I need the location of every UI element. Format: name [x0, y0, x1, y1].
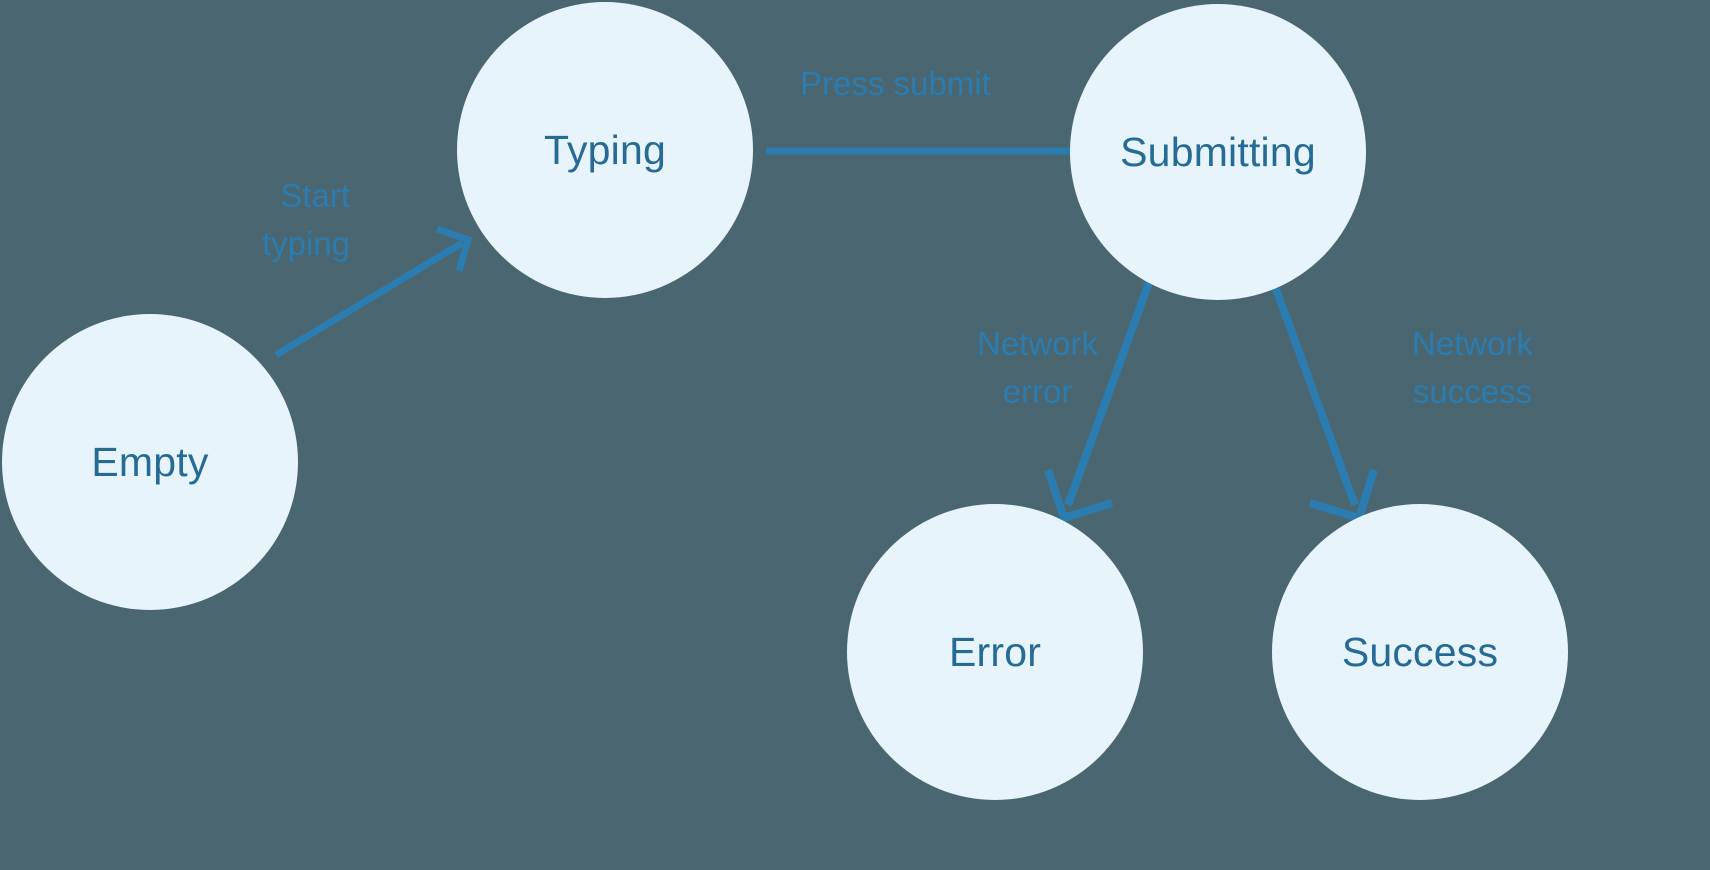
edge-line-network-error	[1064, 278, 1154, 507]
state-label-typing: Typing	[544, 126, 666, 173]
arrowhead-start-typing	[435, 225, 473, 272]
state-label-error: Error	[948, 628, 1042, 675]
state-label-empty: Empty	[91, 438, 209, 485]
state-label-submitting: Submitting	[1120, 128, 1316, 175]
edge-start-typing	[274, 225, 473, 358]
edge-line-start-typing	[274, 240, 464, 358]
arrowhead-network-error	[1044, 468, 1114, 523]
state-node-typing[interactable]: Typing	[457, 2, 753, 298]
edge-network-error	[1044, 278, 1154, 523]
edge-network-success	[1268, 276, 1378, 523]
state-node-submitting[interactable]: Submitting	[1070, 4, 1366, 300]
state-node-error[interactable]: Error	[847, 504, 1143, 800]
state-node-empty[interactable]: Empty	[2, 314, 298, 610]
edge-line-network-success	[1268, 276, 1359, 507]
state-label-success: Success	[1341, 628, 1499, 675]
state-node-success[interactable]: Success	[1272, 504, 1568, 800]
